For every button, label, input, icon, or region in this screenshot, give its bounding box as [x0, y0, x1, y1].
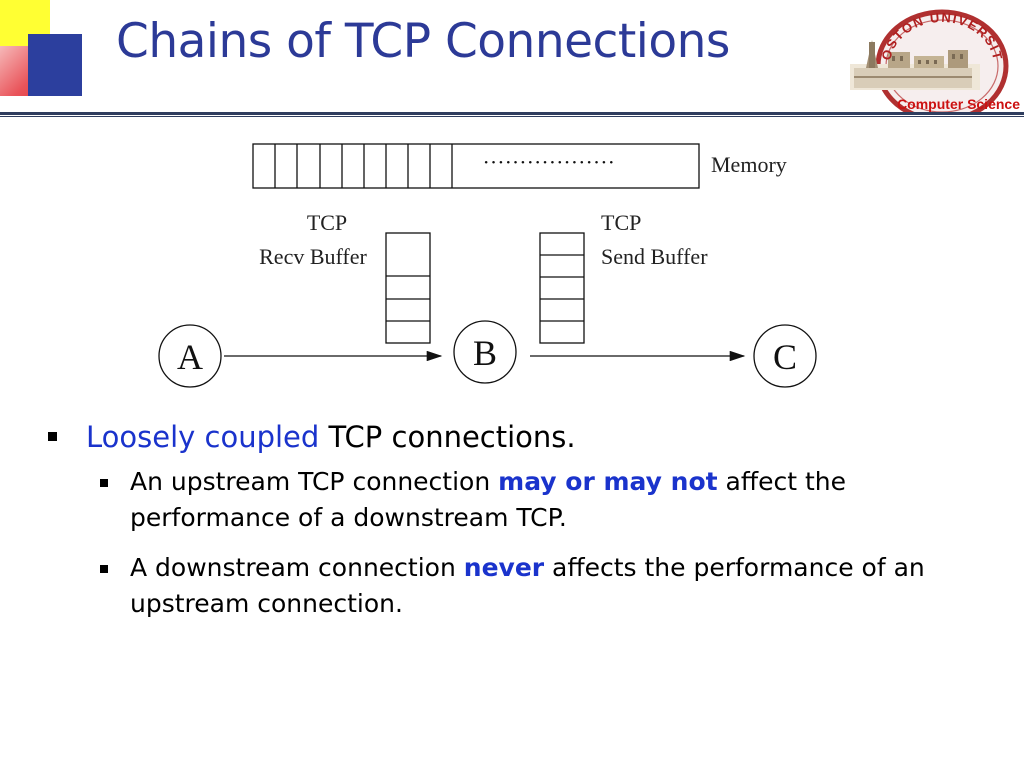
send-buffer-label-line2: Send Buffer [601, 244, 708, 269]
recv-buffer [385, 232, 431, 344]
node-b-label: B [473, 333, 497, 373]
corner-decoration-blue [28, 34, 82, 96]
sub-bullet-item: An upstream TCP connection may or may no… [86, 464, 988, 536]
bullet-text: TCP connections. [319, 420, 576, 454]
bullet-marker [48, 432, 57, 441]
sub-bullet-marker [100, 565, 108, 573]
title-divider [0, 112, 1024, 115]
slide-title: Chains of TCP Connections [116, 14, 730, 69]
bullet-list: Loosely coupled TCP connections. An upst… [48, 418, 988, 636]
node-c-label: C [773, 337, 797, 377]
node-a-circle [158, 324, 222, 388]
tcp-chain-diagram: ·················· Memory TCP Recv Buffe… [158, 143, 817, 388]
recv-buffer-label-line1: TCP [307, 210, 347, 235]
send-buffer-label-line1: TCP [601, 210, 641, 235]
sub-bullet-list: An upstream TCP connection may or may no… [86, 464, 988, 622]
node-a-label: A [177, 337, 203, 377]
node-b-circle [453, 320, 517, 384]
bullet-text-highlight: Loosely coupled [86, 420, 320, 454]
node-c-circle [753, 324, 817, 388]
sub-bullet-emphasis: may or may not [498, 467, 718, 496]
recv-buffer-label-line2: Recv Buffer [259, 244, 367, 269]
sub-bullet-text: An upstream TCP connection [130, 467, 499, 496]
sub-bullet-text: affect the performance of a downstream T… [130, 467, 846, 532]
boston-university-logo: BOSTON UNIVERSITY [848, 6, 1009, 114]
sub-bullet-text: affects the performance of an upstream c… [130, 553, 925, 618]
department-label: Computer Science [897, 96, 1020, 112]
sub-bullet-text: A downstream connection [130, 553, 464, 582]
sub-bullet-emphasis: never [463, 553, 545, 582]
send-buffer [539, 232, 585, 344]
memory-label: Memory [711, 152, 787, 177]
title-divider-thin [0, 116, 1024, 117]
bullet-item: Loosely coupled TCP connections. An upst… [48, 418, 988, 622]
memory-dots: ·················· [483, 150, 615, 174]
memory-strip [252, 143, 700, 189]
sub-bullet-item: A downstream connection never affects th… [86, 550, 988, 622]
sub-bullet-marker [100, 479, 108, 487]
